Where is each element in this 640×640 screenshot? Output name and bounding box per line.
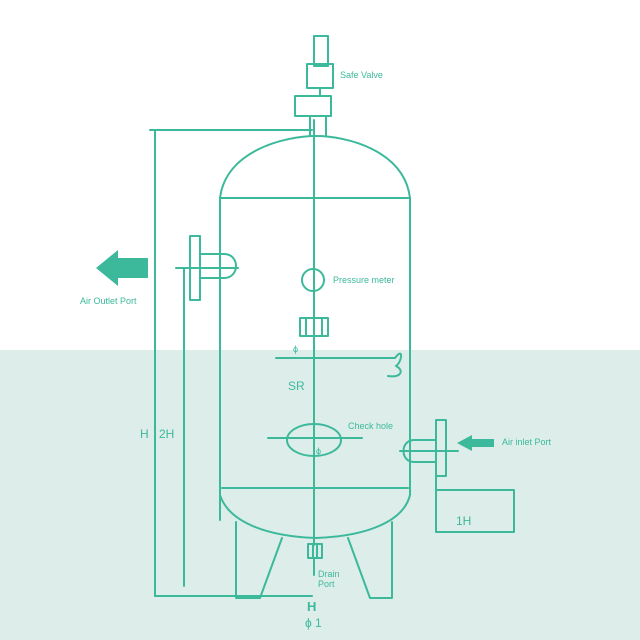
one-h-label: 1H bbox=[456, 514, 471, 528]
pressure-meter-phi: ϕ bbox=[293, 344, 298, 354]
drain-port-label-line1: Drain bbox=[318, 569, 340, 579]
pressure-meter-label: Pressure meter bbox=[333, 275, 395, 285]
bottom-h-label: H bbox=[307, 599, 316, 614]
pressure-meter-fitting bbox=[299, 317, 329, 337]
sr-section-line bbox=[275, 352, 403, 378]
safe-valve-label: Safe Valve bbox=[340, 70, 383, 80]
pressure-meter-gauge bbox=[301, 268, 325, 292]
sr-label: SR bbox=[288, 379, 305, 393]
air-outlet-flange bbox=[175, 235, 239, 587]
h-dimension-label: H bbox=[140, 427, 149, 441]
two-h-dimension-label: 2H bbox=[159, 427, 174, 441]
lower-background-band bbox=[0, 350, 640, 640]
check-hole bbox=[286, 423, 342, 457]
safe-valve bbox=[294, 35, 334, 137]
one-h-box bbox=[435, 489, 515, 533]
tank-legs bbox=[235, 521, 393, 599]
air-inlet-port-label: Air inlet Port bbox=[502, 437, 552, 447]
drain-valve bbox=[307, 543, 323, 576]
arrow-left-icon bbox=[96, 250, 148, 286]
arrow-left-icon bbox=[457, 435, 494, 451]
drain-port-label-line2: Port bbox=[318, 579, 335, 589]
check-hole-label: Check hole bbox=[348, 421, 393, 431]
phi-one-label: ϕ 1 bbox=[305, 616, 322, 630]
check-hole-phi: ϕ bbox=[316, 446, 321, 456]
air-outlet-port-label: Air Outlet Port bbox=[80, 296, 137, 306]
air-inlet-flange bbox=[399, 419, 459, 531]
